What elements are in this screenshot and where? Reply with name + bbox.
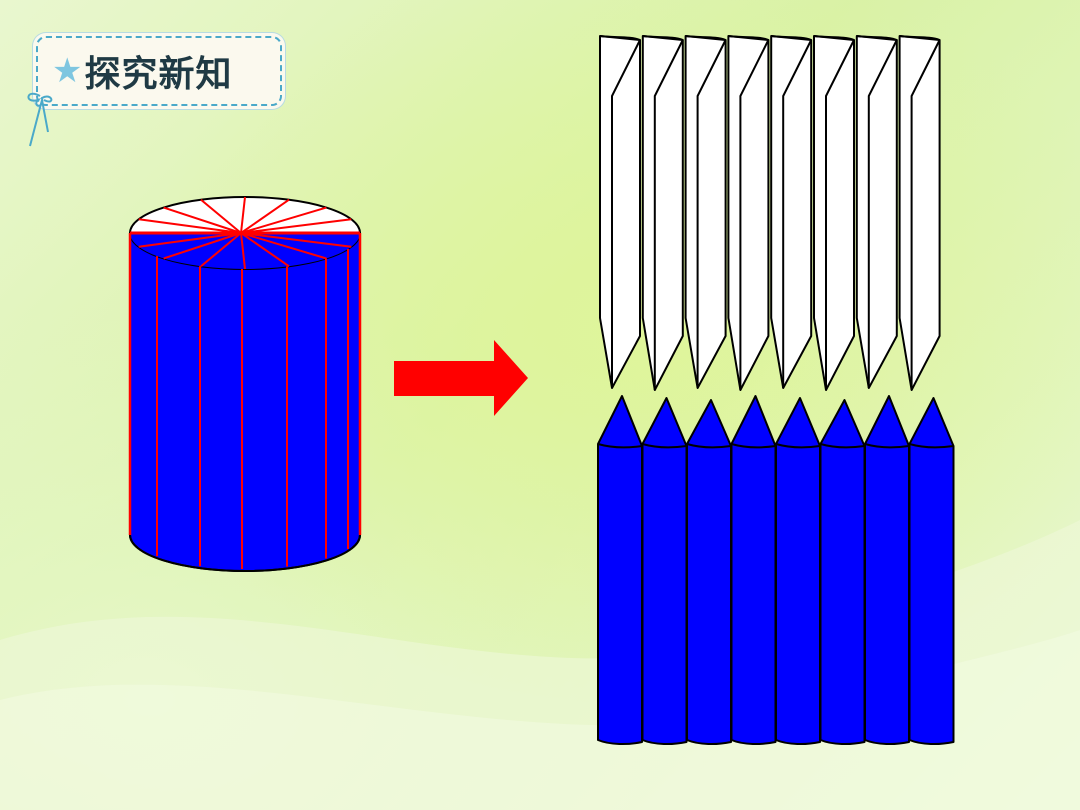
top-piece xyxy=(770,35,813,389)
top-piece xyxy=(684,35,727,389)
bottom-piece xyxy=(641,397,688,746)
cut-line xyxy=(200,198,242,234)
body-cut-lines xyxy=(156,249,349,569)
bottom-piece xyxy=(775,397,821,746)
cut-line xyxy=(240,196,246,234)
cut-line xyxy=(138,232,242,248)
top-piece xyxy=(599,35,641,389)
arrow-right-icon xyxy=(394,340,528,416)
bottom-pieces xyxy=(597,395,955,746)
cylinder-top-front-half xyxy=(130,233,360,269)
cut-lines xyxy=(130,196,360,270)
top-piece xyxy=(855,35,898,389)
cut-line xyxy=(240,232,290,268)
cylinder-bottom-outline xyxy=(129,534,361,572)
top-piece xyxy=(641,35,684,391)
star-icon: ★ xyxy=(52,51,83,91)
cut-line xyxy=(240,198,290,234)
bottom-piece xyxy=(597,395,643,746)
cut-line xyxy=(240,232,327,260)
top-piece xyxy=(898,35,941,391)
cut-line xyxy=(163,232,242,260)
cylinder xyxy=(128,196,362,572)
bottom-piece xyxy=(819,399,866,746)
top-piece xyxy=(813,35,855,391)
cut-line xyxy=(163,206,242,234)
cut-line xyxy=(138,218,242,234)
title-card: ★ 探究新知 xyxy=(36,36,282,106)
cut-line xyxy=(240,232,352,248)
bottom-piece xyxy=(730,395,777,746)
bottom-piece xyxy=(908,397,955,746)
bottom-piece xyxy=(686,399,732,746)
cut-line xyxy=(200,232,242,268)
page-title: 探究新知 xyxy=(84,54,233,95)
cut-line xyxy=(240,218,352,234)
cut-line xyxy=(240,232,246,270)
bottom-piece xyxy=(864,395,910,746)
top-piece xyxy=(727,35,770,391)
top-pieces xyxy=(599,35,941,391)
cut-line xyxy=(240,206,327,234)
ribbon-icon xyxy=(27,92,53,147)
